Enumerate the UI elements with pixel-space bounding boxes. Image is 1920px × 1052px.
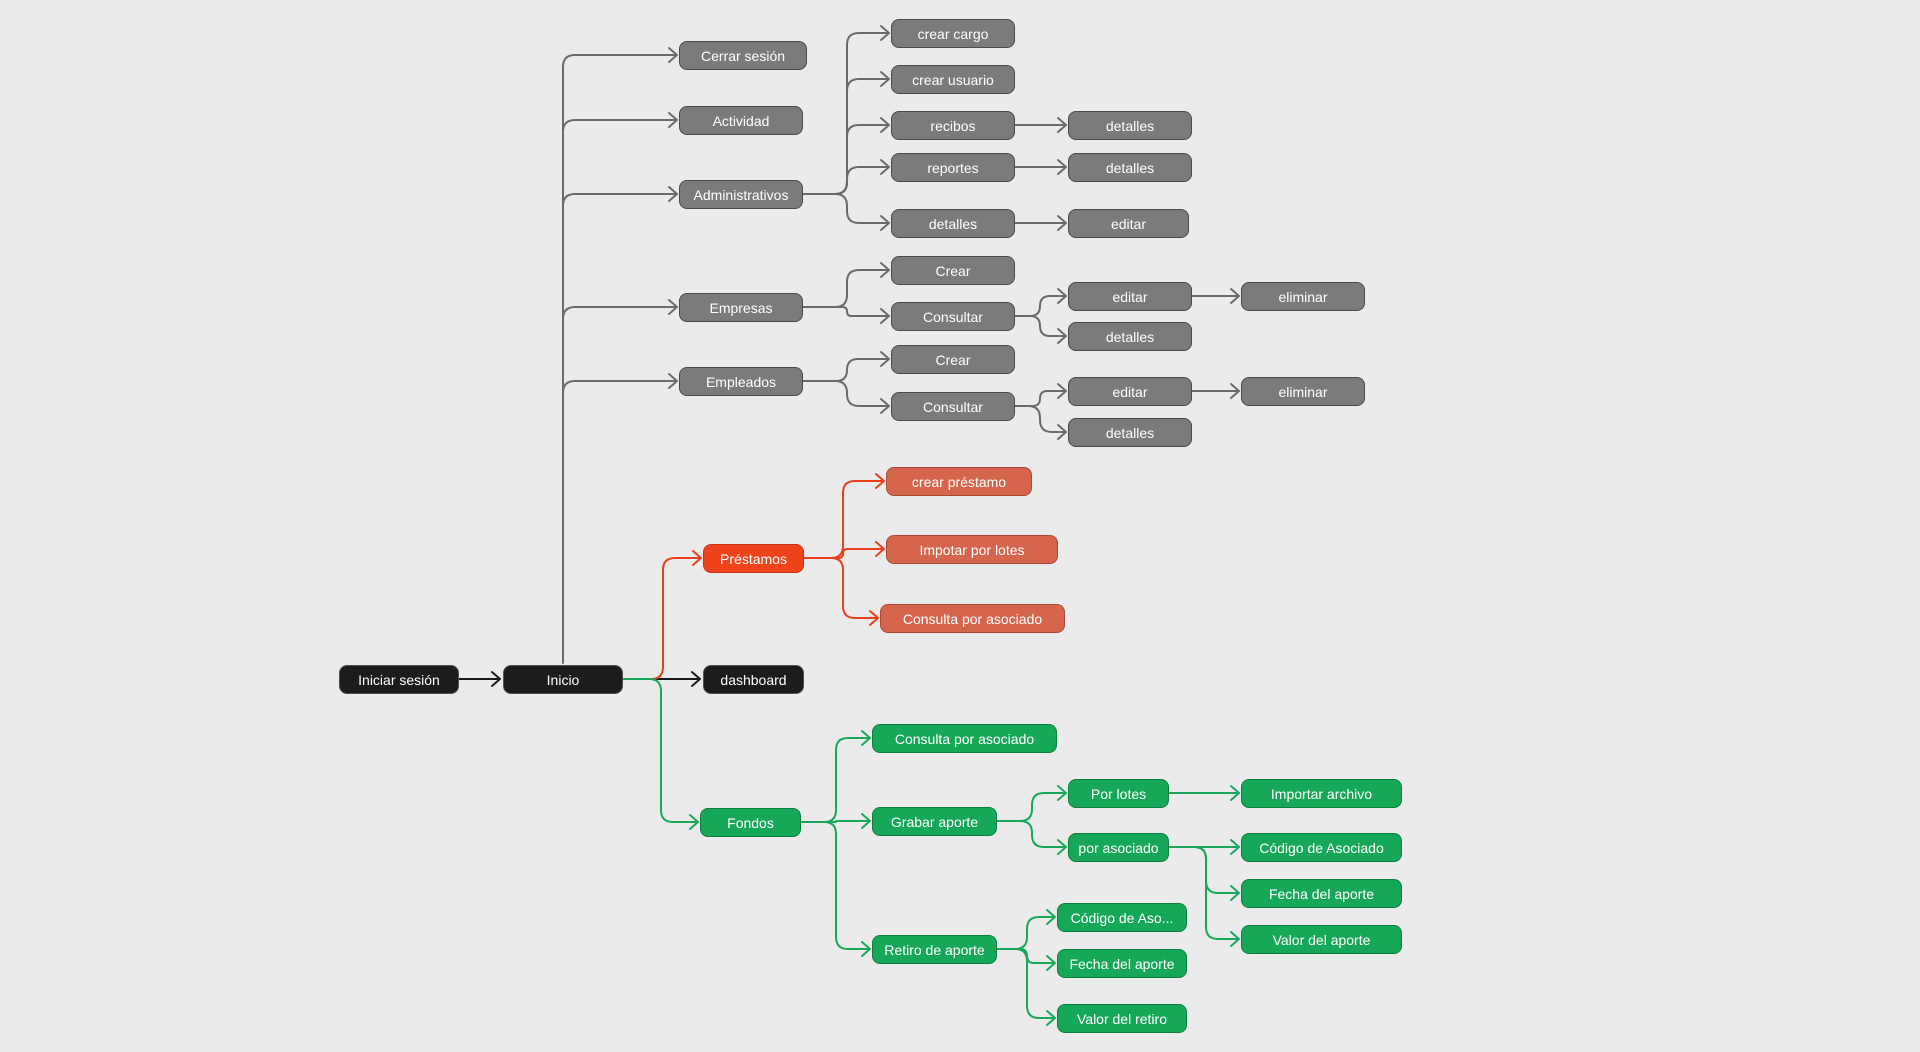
node-dashboard[interactable]: dashboard (703, 665, 804, 694)
edge-empresas-detalles (1014, 315, 1067, 344)
edge-importar-lotes (803, 541, 885, 559)
node-crear-prestamo[interactable]: crear préstamo (886, 467, 1032, 496)
node-recibos-detalles[interactable]: detalles (1068, 111, 1192, 140)
edge-grabar-lotes (996, 785, 1067, 822)
node-crear-cargo[interactable]: crear cargo (891, 19, 1015, 48)
node-empresas-eliminar[interactable]: eliminar (1241, 282, 1365, 311)
node-empleados-editar[interactable]: editar (1068, 377, 1192, 406)
node-fecha-aporte[interactable]: Fecha del aporte (1241, 879, 1402, 908)
edge-crear-prestamo (803, 473, 885, 559)
node-crear-usuario[interactable]: crear usuario (891, 65, 1015, 94)
edge-retiro-valor (996, 948, 1056, 1026)
edge-detalles-editar (1014, 215, 1067, 231)
edge-empleados-editar (1014, 383, 1067, 407)
edge-retiro-codigo (996, 909, 1056, 950)
node-importar-lotes[interactable]: Impotar por lotes (886, 535, 1058, 564)
node-empleados[interactable]: Empleados (679, 367, 803, 396)
node-retiro-fecha[interactable]: Fecha del aporte (1057, 949, 1187, 978)
edge-empresas-crear (802, 262, 890, 308)
node-actividad[interactable]: Actividad (679, 106, 803, 135)
node-por-lotes[interactable]: Por lotes (1068, 779, 1169, 808)
edge-recibos-detalles (1014, 117, 1067, 133)
node-empresas-editar[interactable]: editar (1068, 282, 1192, 311)
node-admin-detalles[interactable]: detalles (891, 209, 1015, 238)
edge-inicio-fondos (622, 678, 699, 830)
node-importar-archivo[interactable]: Importar archivo (1241, 779, 1402, 808)
edge-empresas-editar (1014, 288, 1067, 317)
edge-to-empleados (562, 373, 678, 394)
node-reportes[interactable]: reportes (891, 153, 1015, 182)
edge-reportes-detalles (1014, 159, 1067, 175)
node-prestamos[interactable]: Préstamos (703, 544, 804, 573)
edge-empleados-crear (802, 351, 890, 382)
edge-inicio-prestamos (622, 550, 702, 680)
node-fondos-consulta-asociado[interactable]: Consulta por asociado (872, 724, 1057, 753)
node-inicio[interactable]: Inicio (503, 665, 623, 694)
node-empresas-detalles[interactable]: detalles (1068, 322, 1192, 351)
edge-to-actividad (562, 112, 678, 133)
edge-asociado-fecha (1168, 846, 1240, 901)
node-cerrar-sesion[interactable]: Cerrar sesión (679, 41, 807, 70)
node-empresas-consultar[interactable]: Consultar (891, 302, 1015, 331)
node-valor-aporte[interactable]: Valor del aporte (1241, 925, 1402, 954)
node-admin-editar[interactable]: editar (1068, 209, 1189, 238)
edge-to-administrativos (562, 186, 678, 207)
edge-iniciar-inicio (458, 671, 501, 687)
edge-fondos-consulta (800, 730, 871, 823)
edge-fondos-grabar (800, 813, 871, 829)
edge-to-cerrar-sesion (562, 47, 678, 68)
edge-empresas-consultar (802, 306, 890, 324)
node-por-asociado[interactable]: por asociado (1068, 833, 1169, 862)
edge-empleados-eliminar (1191, 383, 1240, 399)
node-empleados-crear[interactable]: Crear (891, 345, 1015, 374)
node-grabar-aporte[interactable]: Grabar aporte (872, 807, 997, 836)
edge-empleados-consultar (802, 380, 890, 414)
node-iniciar-sesion[interactable]: Iniciar sesión (339, 665, 459, 694)
node-valor-retiro[interactable]: Valor del retiro (1057, 1004, 1187, 1033)
node-empresas-crear[interactable]: Crear (891, 256, 1015, 285)
edge-asociado-valor (1168, 846, 1240, 947)
node-retiro-aporte[interactable]: Retiro de aporte (872, 935, 997, 964)
edge-admin-child-3 (802, 159, 890, 195)
edge-admin-child-4 (802, 193, 890, 231)
node-recibos[interactable]: recibos (891, 111, 1015, 140)
edge-empresas-eliminar (1191, 288, 1240, 304)
node-empleados-consultar[interactable]: Consultar (891, 392, 1015, 421)
edge-lotes-archivo (1168, 785, 1240, 801)
node-administrativos[interactable]: Administrativos (679, 180, 803, 209)
node-empleados-eliminar[interactable]: eliminar (1241, 377, 1365, 406)
node-empresas[interactable]: Empresas (679, 293, 803, 322)
node-reportes-detalles[interactable]: detalles (1068, 153, 1192, 182)
edge-consulta-asociado (803, 557, 879, 626)
edge-empleados-detalles (1014, 405, 1067, 440)
node-prestamo-consulta-asociado[interactable]: Consulta por asociado (880, 604, 1065, 633)
edge-grabar-asociado (996, 820, 1067, 855)
node-codigo-asociado[interactable]: Código de Asociado (1241, 833, 1402, 862)
edge-fondos-retiro (800, 821, 871, 957)
node-empleados-detalles[interactable]: detalles (1068, 418, 1192, 447)
edge-to-empresas (562, 299, 678, 320)
node-retiro-codigo[interactable]: Código de Aso... (1057, 903, 1187, 932)
node-fondos[interactable]: Fondos (700, 808, 801, 837)
